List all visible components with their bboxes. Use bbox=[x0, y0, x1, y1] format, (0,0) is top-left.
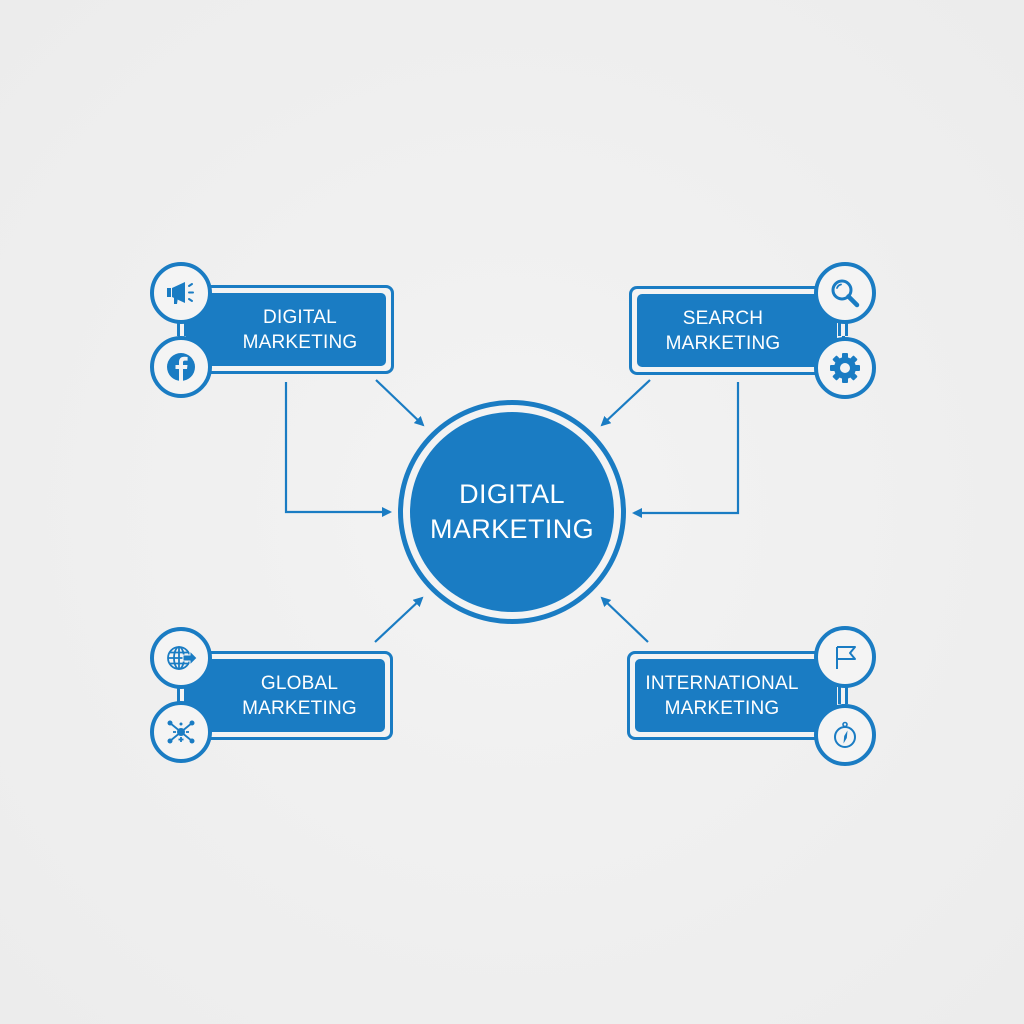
arrow-digital-diagonal bbox=[375, 379, 425, 427]
center-label-line1: DIGITAL bbox=[459, 479, 565, 509]
facebook-icon bbox=[167, 353, 195, 381]
compass-icon bbox=[834, 721, 856, 748]
facebook-icon-badge[interactable] bbox=[150, 336, 212, 398]
node-digital-marketing-label: DIGITAL MARKETING bbox=[186, 293, 386, 366]
node-label-line1: SEARCH bbox=[682, 307, 764, 329]
arrow-search-diagonal bbox=[600, 379, 651, 427]
center-hub[interactable]: DIGITAL MARKETING bbox=[398, 400, 626, 624]
node-global-marketing-label: GLOBAL MARKETING bbox=[186, 659, 385, 732]
flag-icon bbox=[836, 646, 856, 669]
node-label-line2: MARKETING bbox=[664, 697, 780, 719]
center-hub-core: DIGITAL MARKETING bbox=[410, 412, 614, 612]
node-label-line2: MARKETING bbox=[665, 332, 781, 354]
globe-arrow-icon-badge[interactable] bbox=[150, 627, 212, 689]
arrow-search-elbow bbox=[632, 382, 740, 518]
arrow-digital-elbow bbox=[284, 382, 392, 517]
node-search-marketing[interactable]: SEARCH MARKETING bbox=[629, 286, 845, 375]
node-label-line1: GLOBAL bbox=[260, 672, 339, 694]
globe-arrow-icon bbox=[167, 646, 198, 670]
network-icon-badge[interactable] bbox=[150, 701, 212, 763]
node-label-line1: DIGITAL bbox=[263, 306, 337, 328]
node-global-marketing[interactable]: GLOBAL MARKETING bbox=[178, 651, 393, 740]
flag-icon-badge[interactable] bbox=[814, 626, 876, 688]
icon-link-bar bbox=[177, 685, 187, 703]
network-icon bbox=[167, 720, 195, 744]
megaphone-icon bbox=[167, 282, 194, 304]
arrow-international-diagonal bbox=[600, 596, 649, 643]
gear-icon-badge[interactable] bbox=[814, 337, 876, 399]
compass-icon-badge[interactable] bbox=[814, 704, 876, 766]
node-international-marketing-label: INTERNATIONAL MARKETING bbox=[635, 659, 837, 732]
icon-link-bar bbox=[177, 318, 187, 336]
node-digital-marketing[interactable]: DIGITAL MARKETING bbox=[178, 285, 394, 374]
node-label-line1: INTERNATIONAL bbox=[645, 672, 799, 694]
node-search-marketing-label: SEARCH MARKETING bbox=[637, 294, 837, 367]
magnifier-icon-badge[interactable] bbox=[814, 262, 876, 324]
magnifier-icon bbox=[831, 279, 860, 308]
node-international-marketing[interactable]: INTERNATIONAL MARKETING bbox=[627, 651, 845, 740]
node-label-line2: MARKETING bbox=[242, 331, 358, 353]
gear-icon bbox=[830, 353, 860, 383]
icon-link-bar bbox=[838, 318, 848, 336]
arrow-global-diagonal bbox=[374, 596, 424, 643]
icon-link-bar bbox=[838, 686, 848, 704]
megaphone-icon-badge[interactable] bbox=[150, 262, 212, 324]
node-label-line2: MARKETING bbox=[242, 697, 357, 719]
center-label-line2: MARKETING bbox=[429, 514, 595, 544]
